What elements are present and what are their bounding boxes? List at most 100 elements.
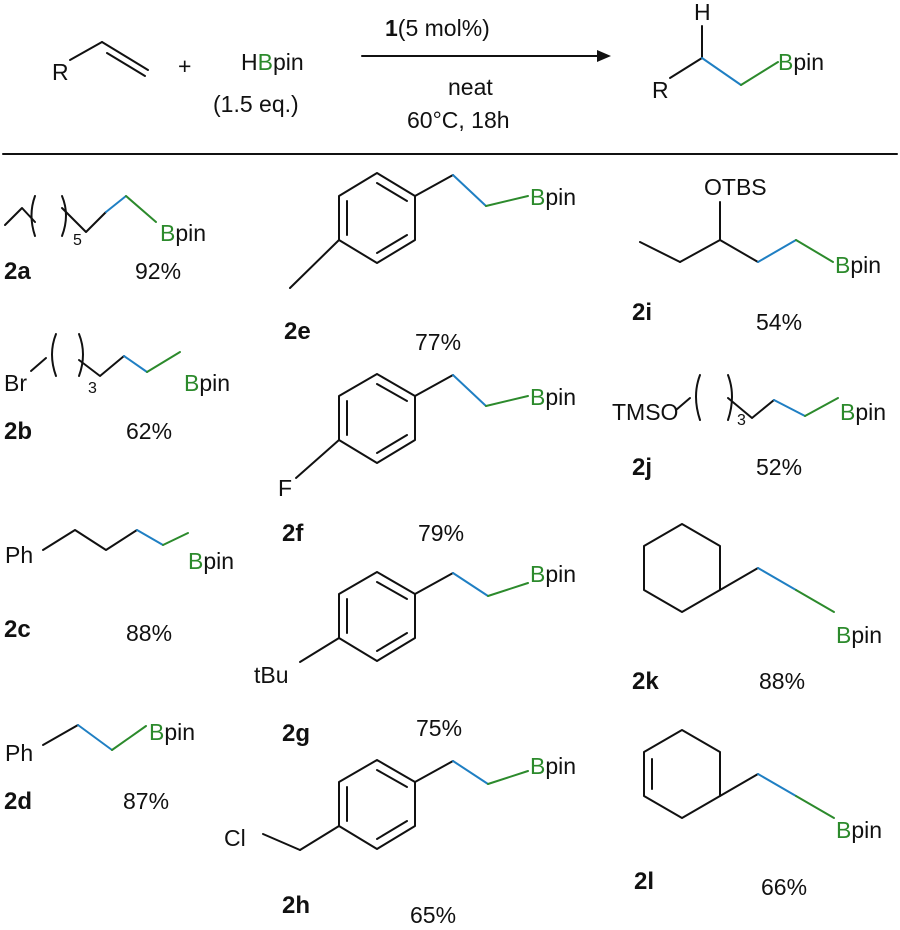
green-bond	[111, 725, 147, 751]
bpin-label: Bpin	[149, 719, 195, 745]
benzene-ring	[338, 373, 416, 464]
reaction-header: R + HBpin (1.5 eq.) 1(5 mol%) neat 60°C,…	[52, 0, 824, 133]
bpin-label: Bpin	[530, 753, 576, 779]
yield-value: 66%	[761, 874, 807, 900]
green-bond	[804, 397, 839, 417]
bpin-label: Bpin	[184, 370, 230, 396]
bond	[414, 572, 454, 595]
bond	[295, 439, 340, 479]
prefix-label: Ph	[5, 740, 33, 766]
product-2i: OTBS Bpin 2i 54%	[632, 174, 881, 335]
bond	[719, 239, 759, 263]
chain-bonds	[727, 397, 775, 419]
product-2b: Br 3 Bpin 2b 62%	[4, 333, 230, 445]
bond	[262, 833, 301, 851]
aromatic-inner-line	[376, 820, 408, 840]
product-2c: Ph Bpin 2c 88%	[4, 529, 234, 646]
repeat-bracket-left	[51, 333, 57, 377]
repeat-count: 3	[737, 412, 746, 429]
yield-value: 87%	[123, 788, 169, 814]
repeat-bracket-right	[727, 374, 733, 421]
product-2a: 5 Bpin 2a 92%	[4, 195, 206, 285]
chain-bonds	[78, 355, 125, 377]
product-pin: pin	[793, 49, 824, 75]
blue-bond	[452, 174, 487, 207]
blue-bond	[757, 567, 797, 591]
blue-bond	[757, 239, 797, 263]
bond	[675, 397, 691, 411]
bond	[30, 357, 47, 372]
green-bond	[795, 795, 835, 819]
compound-number: 2b	[4, 418, 32, 445]
green-bond	[487, 582, 529, 597]
chain-bonds	[4, 207, 36, 226]
hbpin-b: B	[258, 49, 273, 75]
aromatic-inner-line	[376, 434, 408, 454]
product-2g: tBu Bpin 2g 75%	[254, 561, 576, 747]
blue-bond	[77, 724, 113, 751]
bond-new-ch	[701, 57, 742, 86]
green-bond	[795, 589, 835, 613]
bpin-label: Bpin	[836, 622, 882, 648]
hbpin-label: HBpin	[241, 49, 304, 75]
benzene-ring	[338, 571, 416, 662]
green-bond	[125, 195, 157, 223]
catalyst-label: 1(5 mol%)	[385, 15, 490, 41]
repeat-count: 5	[73, 232, 82, 249]
product-2d: Ph Bpin 2d 87%	[4, 719, 195, 815]
prefix-label: Ph	[5, 542, 33, 568]
product-2e: Bpin 2e 77%	[284, 172, 576, 355]
conditions-label: 60°C, 18h	[407, 107, 510, 133]
bond	[719, 773, 759, 797]
aromatic-inner-line	[376, 182, 408, 202]
substituent-label: F	[278, 475, 292, 501]
compound-number: 2d	[4, 788, 32, 815]
product-2j: TMSO 3 Bpin 2j 52%	[612, 374, 886, 481]
repeat-count: 3	[88, 380, 97, 397]
plus-sign: +	[178, 53, 191, 79]
compound-number: 2h	[282, 892, 310, 919]
cyclohexane-ring	[643, 523, 721, 613]
bond	[639, 241, 681, 263]
green-bond	[485, 395, 529, 407]
reactant-r-label: R	[52, 59, 69, 85]
bond	[669, 57, 703, 79]
product-b: B	[778, 49, 793, 75]
bond	[42, 724, 79, 746]
catalyst-number: 1	[385, 15, 398, 41]
repeat-bracket-left	[695, 374, 701, 421]
bpin-label: Bpin	[840, 399, 886, 425]
prefix-label: Br	[4, 370, 27, 396]
bpin-label: Bpin	[160, 220, 206, 246]
bond	[719, 567, 759, 591]
yield-value: 54%	[756, 309, 802, 335]
repeat-bracket-left	[30, 195, 36, 237]
chain-bonds	[42, 529, 138, 551]
bond-new-cb	[740, 61, 779, 86]
bond	[414, 174, 454, 197]
aromatic-inner-line	[376, 769, 408, 788]
yield-value: 88%	[759, 668, 805, 694]
repeat-bracket-right	[61, 195, 67, 237]
bpin-label: Bpin	[836, 817, 882, 843]
blue-bond	[773, 399, 806, 417]
product-2h: Cl Bpin 2h 65%	[224, 753, 576, 928]
compound-number: 2a	[4, 258, 31, 285]
bond	[299, 825, 340, 851]
product-2l: Bpin 2l 66%	[634, 729, 882, 900]
compound-number: 2e	[284, 318, 311, 345]
compound-number: 2j	[632, 454, 652, 481]
blue-bond	[757, 773, 797, 797]
reagent-equivalents: (1.5 eq.)	[213, 91, 299, 117]
product-2f: F Bpin 2f 79%	[278, 373, 576, 547]
bond	[679, 239, 721, 263]
alkene-reactant: R	[52, 41, 149, 85]
yield-value: 77%	[415, 329, 461, 355]
yield-value: 79%	[418, 520, 464, 546]
compound-number: 2i	[632, 299, 652, 326]
blue-bond	[105, 195, 127, 213]
green-bond	[162, 532, 189, 546]
benzene-ring	[338, 172, 416, 264]
product-bpin-label: Bpin	[778, 49, 824, 75]
reaction-arrow: 1(5 mol%) neat 60°C, 18h	[361, 15, 611, 133]
